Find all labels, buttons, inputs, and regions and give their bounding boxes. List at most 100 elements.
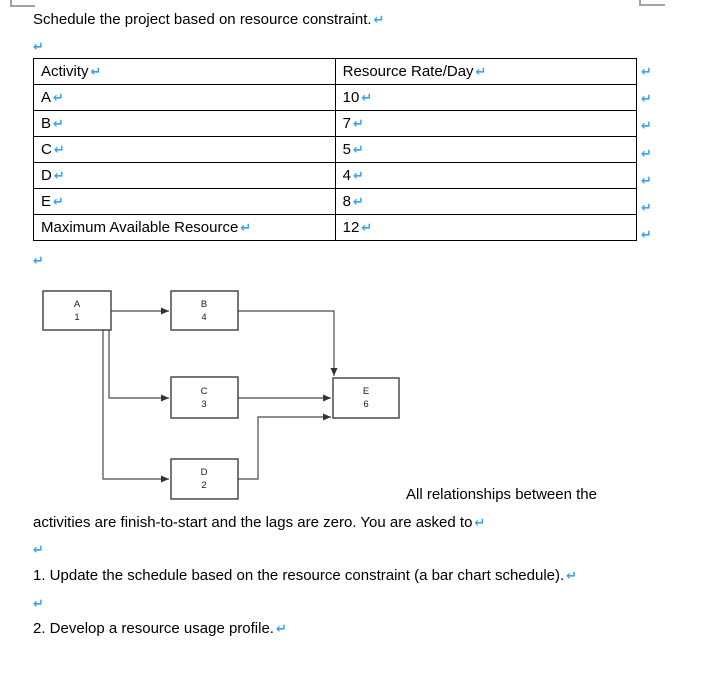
cell-text: B	[41, 115, 52, 132]
table-header-row: Activity↵ Resource Rate/Day↵	[33, 58, 638, 85]
node-duration-d: 2	[201, 480, 206, 491]
cell-text: A	[41, 89, 52, 106]
paragraph-mark: ↵	[373, 13, 385, 28]
node-duration-a: 1	[74, 312, 79, 323]
cell-text: E	[41, 193, 52, 210]
activity-node-e[interactable]: E 6	[332, 377, 400, 419]
cell-mark: ↵	[53, 195, 64, 210]
cell-rate-a[interactable]: 10↵	[334, 84, 638, 111]
node-box-b[interactable]	[170, 290, 239, 331]
table-row: D↵ 4↵	[33, 162, 638, 189]
cell-rate-e[interactable]: 8↵	[334, 188, 638, 215]
table-row-end-marks: ↵ ↵ ↵ ↵ ↵ ↵ ↵	[641, 58, 652, 248]
activity-node-c[interactable]: C 3	[170, 376, 239, 419]
relationships-paragraph-line1[interactable]: All relationships between the	[406, 486, 597, 504]
edge-a-d	[102, 330, 169, 483]
resource-table: Activity↵ Resource Rate/Day↵ A↵ 10↵ B↵ 7…	[33, 58, 638, 241]
activity-network-diagram: A 1 B 4 C 3 D 2 E 6	[42, 290, 400, 500]
edge-d-e	[238, 413, 331, 480]
node-label-e: E	[363, 386, 369, 397]
row-end-mark: ↵	[641, 92, 652, 108]
relationships-paragraph-line2[interactable]: activities are finish-to-start and the l…	[33, 514, 485, 533]
cell-rate-c[interactable]: 5↵	[334, 136, 638, 163]
row-end-mark: ↵	[641, 65, 652, 80]
edge-b-e	[238, 310, 338, 376]
cell-text: 4	[342, 167, 351, 184]
row-end-mark: ↵	[641, 200, 652, 216]
cell-mark: ↵	[53, 169, 65, 184]
node-box-c[interactable]	[170, 376, 239, 419]
node-label-c: C	[201, 386, 208, 397]
cell-mark: ↵	[240, 221, 252, 236]
empty-paragraph-2[interactable]: ↵	[33, 252, 44, 271]
row-end-mark: ↵	[641, 146, 652, 162]
cell-mark: ↵	[361, 91, 373, 106]
cell-text: 5	[342, 141, 351, 158]
activity-node-d[interactable]: D 2	[170, 458, 239, 500]
table-row: B↵ 7↵	[33, 110, 638, 137]
empty-paragraph-3[interactable]: ↵	[33, 541, 44, 560]
row-end-mark: ↵	[641, 119, 652, 135]
node-box-e[interactable]	[332, 377, 400, 419]
node-box-a[interactable]	[42, 290, 112, 331]
row-end-mark: ↵	[641, 173, 652, 189]
header-cell-activity[interactable]: Activity↵	[33, 58, 336, 85]
task-1-paragraph[interactable]: 1. Update the schedule based on the reso…	[33, 567, 577, 586]
paragraph-mark: ↵	[33, 597, 44, 612]
table-row: Maximum Available Resource↵ 12↵	[33, 214, 638, 241]
paragraph-mark: ↵	[566, 569, 578, 584]
header-activity-text: Activity	[41, 63, 89, 80]
cell-text: 12	[342, 219, 360, 236]
wrap-line2-text[interactable]: activities are finish-to-start and the l…	[33, 514, 473, 531]
cell-activity-c[interactable]: C↵	[33, 136, 336, 163]
table-row: C↵ 5↵	[33, 136, 638, 163]
paragraph-mark: ↵	[275, 622, 287, 637]
node-duration-b: 4	[201, 312, 206, 323]
cell-mark: ↵	[53, 143, 65, 158]
cell-activity-max[interactable]: Maximum Available Resource↵	[33, 214, 336, 241]
cell-rate-max[interactable]: 12↵	[334, 214, 638, 241]
paragraph-mark: ↵	[33, 254, 44, 269]
cell-activity-e[interactable]: E↵	[33, 188, 336, 215]
node-duration-e: 6	[363, 399, 368, 410]
cell-rate-d[interactable]: 4↵	[334, 162, 638, 189]
node-label-d: D	[201, 467, 208, 478]
row-end-mark: ↵	[641, 228, 652, 244]
cell-mark: ↵	[475, 65, 487, 80]
text-boundary-mark-top-right	[639, 0, 665, 6]
cell-text: Maximum Available Resource	[41, 219, 239, 236]
header-rate-text: Resource Rate/Day	[342, 63, 474, 80]
intro-paragraph[interactable]: Schedule the project based on resource c…	[33, 11, 384, 30]
cell-activity-a[interactable]: A↵	[33, 84, 336, 111]
cell-text: 7	[342, 115, 351, 132]
task-2-text[interactable]: 2. Develop a resource usage profile.	[33, 620, 274, 637]
cell-rate-b[interactable]: 7↵	[334, 110, 638, 137]
node-label-b: B	[201, 299, 207, 310]
paragraph-mark: ↵	[33, 40, 44, 55]
cell-text: D	[41, 167, 52, 184]
node-label-a: A	[74, 299, 81, 310]
node-box-d[interactable]	[170, 458, 239, 500]
wrap-line1-text[interactable]: All relationships between the	[406, 486, 597, 503]
cell-activity-b[interactable]: B↵	[33, 110, 336, 137]
table-row: E↵ 8↵	[33, 188, 638, 215]
empty-paragraph-1[interactable]: ↵	[33, 38, 44, 57]
cell-text: C	[41, 141, 52, 158]
empty-paragraph-4[interactable]: ↵	[33, 595, 44, 614]
cell-mark: ↵	[352, 169, 364, 184]
intro-text[interactable]: Schedule the project based on resource c…	[33, 11, 372, 28]
cell-mark: ↵	[352, 143, 364, 158]
header-cell-rate[interactable]: Resource Rate/Day↵	[334, 58, 638, 85]
activity-node-a[interactable]: A 1	[42, 290, 112, 331]
cell-mark: ↵	[53, 117, 64, 132]
paragraph-mark: ↵	[33, 543, 44, 558]
cell-activity-d[interactable]: D↵	[33, 162, 336, 189]
task-1-text[interactable]: 1. Update the schedule based on the reso…	[33, 567, 565, 584]
cell-mark: ↵	[53, 91, 64, 106]
cell-text: 10	[342, 89, 360, 106]
activity-node-b[interactable]: B 4	[170, 290, 239, 331]
node-duration-c: 3	[201, 399, 206, 410]
task-2-paragraph[interactable]: 2. Develop a resource usage profile.↵	[33, 620, 287, 639]
cell-mark: ↵	[352, 195, 364, 210]
